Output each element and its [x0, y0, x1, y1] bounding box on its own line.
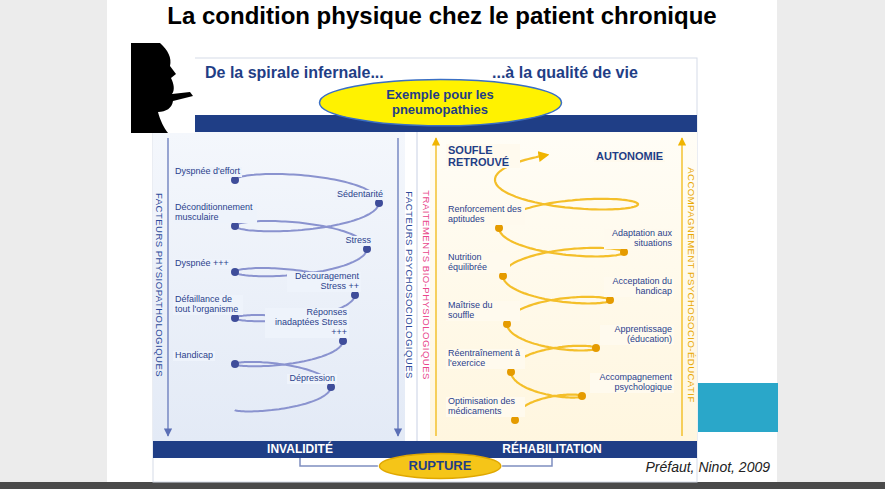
axis-label: FACTEURS PHYSIOPATHOLOGIQUES	[154, 193, 164, 377]
figure-frame	[153, 58, 697, 482]
spiral-dot	[606, 296, 614, 304]
node-text: RUPTURE	[409, 459, 472, 474]
spiral-label: Dyspnée +++	[173, 259, 231, 269]
spiral-label: Acceptation du handicap	[604, 277, 674, 297]
spiral-label: Dyspnée d'effort	[173, 167, 242, 177]
spiral-label: Accompagnement psychologique	[590, 373, 674, 393]
spiral-label: Renforcement des aptitudes	[446, 205, 525, 225]
spiral-label: Défaillance de tout l'organisme	[173, 295, 243, 315]
spiral-dot	[620, 248, 628, 256]
bottom-strip	[0, 482, 885, 489]
spiral-dot	[231, 176, 239, 184]
source-caption: Préfaut, Ninot, 2009	[645, 460, 770, 475]
spiral-dot	[507, 368, 515, 376]
band-label: RÉHABILITATION	[492, 441, 612, 458]
spiral-dot	[578, 392, 586, 400]
left-panel	[153, 132, 405, 441]
spiral-dot	[231, 314, 239, 322]
spiral-label: Maîtrise du souffle	[446, 301, 520, 321]
spiral-label: Stress	[343, 236, 373, 246]
spiral-label: Nutrition équilibrée	[446, 253, 510, 273]
spiral-dot	[592, 344, 600, 352]
spiral-label: Découragement Stress ++	[287, 272, 361, 292]
spiral-dot	[503, 320, 511, 328]
ellipse-shape	[319, 80, 561, 126]
node-text: Exemple pour les pneumopathies	[373, 88, 508, 118]
node-text: ...à la qualité de vie	[492, 64, 638, 82]
spiral-dot	[511, 416, 519, 424]
spiral-label: SOUFLE RETROUVÉ	[446, 144, 520, 168]
spiral-dot	[499, 272, 507, 280]
spiral-dot	[363, 245, 371, 253]
spiral-label: Adaptation aux situations	[604, 229, 674, 249]
slide-ground	[107, 0, 777, 482]
teal-square	[698, 383, 778, 432]
silhouette	[131, 43, 195, 133]
divider	[417, 132, 418, 441]
spiral-dot	[375, 199, 383, 207]
connector-line	[502, 458, 552, 466]
axis-label: TRAITEMENTS BIO-PHYSIOLOGIQUES	[421, 190, 431, 380]
band-label: INVALIDITÉ	[257, 441, 343, 458]
spiral-label: Déconditionnement musculaire	[173, 203, 257, 223]
spiral-label: Apprentissage (éducation)	[600, 325, 674, 345]
spiral-label: Dépression	[287, 374, 337, 384]
spiral-label: Réentraînement à l'exercice	[446, 349, 525, 369]
node-text: RÉHABILITATION	[502, 443, 602, 456]
ellipse-node: RUPTURE	[378, 452, 502, 480]
node-text: De la spirale infernale...	[205, 64, 384, 82]
ellipse-node: Exemple pour les pneumopathies	[318, 78, 563, 127]
ellipse-shape	[379, 454, 500, 479]
spiral-label: Optimisation des médicaments	[446, 397, 525, 417]
spiral-label: Handicap	[173, 351, 215, 361]
spiral-label: Sédentarité	[335, 190, 385, 200]
spiral-dot	[339, 337, 347, 345]
spiral-dot	[351, 291, 359, 299]
slide-title: La condition physique chez le patient ch…	[107, 3, 777, 29]
spiral-label: AUTONOMIE	[594, 150, 665, 162]
connector-line	[300, 458, 378, 466]
spiral-dot	[231, 360, 239, 368]
axis-label: FACTEURS PSYCHOSOCIOLOGIQUES	[404, 191, 414, 379]
axis-arrow	[167, 138, 168, 436]
spiral-dot	[495, 224, 503, 232]
spiral-dot	[327, 383, 335, 391]
axis-arrow	[397, 138, 398, 436]
axis-arrow	[435, 138, 436, 436]
right-panel	[430, 132, 697, 441]
axis-arrow	[681, 138, 682, 436]
spiral-dot	[231, 268, 239, 276]
node-text: INVALIDITÉ	[267, 443, 333, 456]
axis-label: ACCOMPAGNEMENT PSYCHOSOCIO-ÉDUCATIF	[686, 167, 696, 403]
spiral-label: Réponses inadaptées Stress +++	[265, 308, 349, 338]
spiral-dot	[231, 222, 239, 230]
